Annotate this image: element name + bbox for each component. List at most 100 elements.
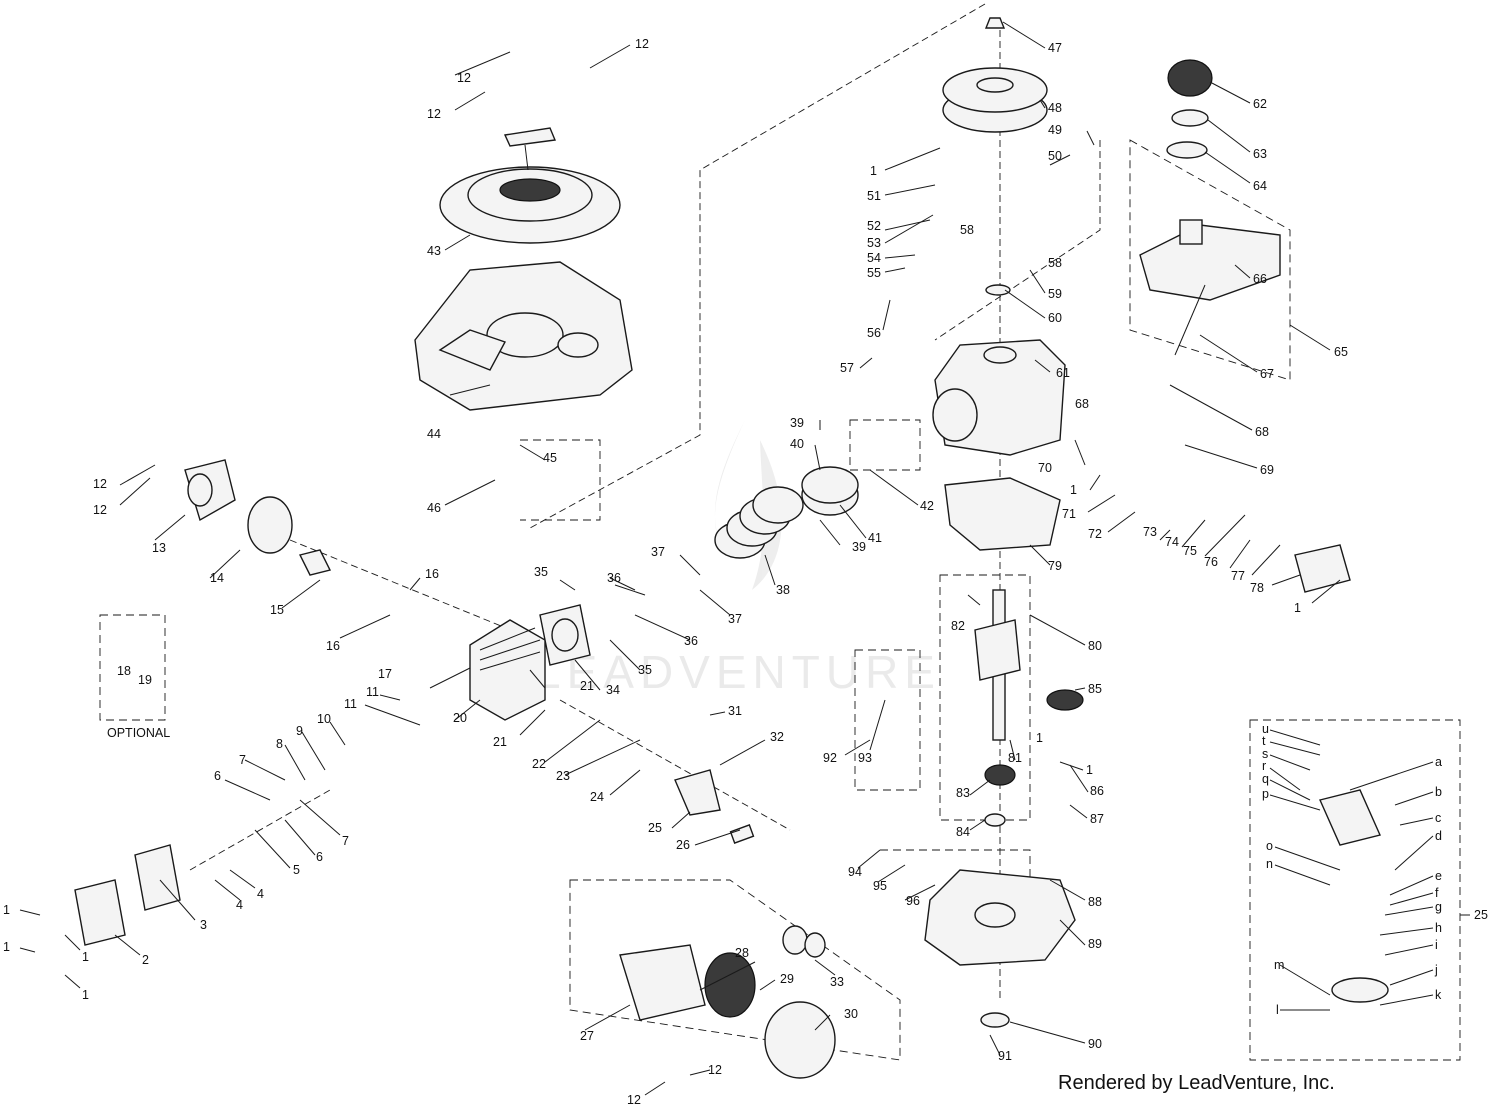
callout-23: 23: [556, 769, 570, 783]
callout-35-a: 35: [534, 565, 548, 579]
watermark-text: LEADVENTURE: [535, 646, 941, 698]
callout-72: 72: [1088, 527, 1102, 541]
callout-68-b: 68: [1255, 425, 1269, 439]
callout-44: 44: [427, 427, 441, 441]
callout-t: t: [1262, 734, 1266, 748]
callout-51: 51: [867, 189, 881, 203]
callout-81: 81: [1008, 751, 1022, 765]
callout-18: 18: [117, 664, 131, 678]
callout-s: s: [1262, 747, 1268, 761]
callout-26: 26: [676, 838, 690, 852]
callout-46: 46: [427, 501, 441, 515]
callout-56: 56: [867, 326, 881, 340]
callout-6-b: 6: [316, 850, 323, 864]
callout-d: d: [1435, 829, 1442, 843]
seal: [984, 813, 1006, 827]
callout-25-b: 25: [1474, 908, 1488, 922]
callout-71: 71: [1062, 507, 1076, 521]
callout-19: 19: [138, 673, 152, 687]
callout-8: 8: [276, 737, 283, 751]
callout-58-b: 58: [1048, 256, 1062, 270]
alignment-lines: [99, 3, 1461, 1061]
callout-27: 27: [580, 1029, 594, 1043]
callout-j: j: [1434, 963, 1438, 977]
carburetor: [674, 769, 1389, 1003]
callout-c: c: [1435, 811, 1441, 825]
callout-49: 49: [1048, 123, 1062, 137]
callout-f: f: [1435, 886, 1439, 900]
callout-75: 75: [1183, 544, 1197, 558]
callout-1-b: 1: [1070, 483, 1077, 497]
callout-7-b: 7: [342, 834, 349, 848]
callout-16-b: 16: [326, 639, 340, 653]
callout-95: 95: [873, 879, 887, 893]
callout-12-d: 12: [93, 477, 107, 491]
callout-86: 86: [1090, 784, 1104, 798]
callout-12-g: 12: [708, 1063, 722, 1077]
callout-20: 20: [453, 711, 467, 725]
callout-11-a: 11: [366, 685, 379, 699]
callout-1-i: 1: [1086, 763, 1093, 777]
callout-62: 62: [1253, 97, 1267, 111]
callout-15: 15: [270, 603, 284, 617]
callout-5: 5: [293, 863, 300, 877]
callout-n: n: [1266, 857, 1273, 871]
callout-53: 53: [867, 236, 881, 250]
callout-85: 85: [1088, 682, 1102, 696]
callout-12-c: 12: [427, 107, 441, 121]
piston: [801, 466, 859, 516]
muffler: [187, 473, 332, 576]
callout-e: e: [1435, 869, 1442, 883]
callout-21-a: 21: [580, 679, 594, 693]
callout-93: 93: [858, 751, 872, 765]
callout-34: 34: [606, 683, 620, 697]
callout-25-a: 25: [648, 821, 662, 835]
fuel-tank-assembly: [1139, 59, 1281, 356]
callout-o: o: [1266, 839, 1273, 853]
callout-1-d: 1: [3, 903, 10, 917]
callout-r: r: [1262, 759, 1266, 773]
callout-39-a: 39: [790, 416, 804, 430]
callout-12-f: 12: [627, 1093, 641, 1104]
callout-78: 78: [1250, 581, 1264, 595]
valve-cover: [74, 844, 181, 946]
callout-59: 59: [1048, 287, 1062, 301]
callout-92: 92: [823, 751, 837, 765]
callout-1-a: 1: [870, 164, 877, 178]
callout-1-h: 1: [1036, 731, 1043, 745]
callout-12-a: 12: [635, 37, 649, 51]
callout-63: 63: [1253, 147, 1267, 161]
callout-65: 65: [1334, 345, 1348, 359]
callout-q: q: [1262, 772, 1269, 786]
callout-10: 10: [317, 712, 331, 726]
callout-77: 77: [1231, 569, 1245, 583]
callout-37-a: 37: [651, 545, 665, 559]
callout-13: 13: [152, 541, 166, 555]
callout-labels: 47 48 49 50 1 51 52 53 54 55 56 57 58 58…: [3, 37, 1488, 1104]
callout-l: l: [1276, 1003, 1279, 1017]
callout-2: 2: [142, 953, 149, 967]
callout-39-b: 39: [852, 540, 866, 554]
callout-45: 45: [543, 451, 557, 465]
callout-12-b: 12: [457, 71, 471, 85]
crankshaft: [974, 589, 1021, 741]
flywheel: [942, 17, 1048, 133]
callout-33: 33: [830, 975, 844, 989]
callout-36-a: 36: [607, 571, 621, 585]
callout-82: 82: [951, 619, 965, 633]
callout-70: 70: [1038, 461, 1052, 475]
callout-m: m: [1274, 958, 1284, 972]
callout-52: 52: [867, 219, 881, 233]
callout-b: b: [1435, 785, 1442, 799]
callout-1-f: 1: [82, 950, 89, 964]
callout-38: 38: [776, 583, 790, 597]
sump-cover: [924, 869, 1076, 1028]
callout-68-a: 68: [1075, 397, 1089, 411]
callout-58-a: 58: [960, 223, 974, 237]
callout-29: 29: [780, 972, 794, 986]
callout-6-a: 6: [214, 769, 221, 783]
callout-p: p: [1262, 787, 1269, 801]
callout-36-b: 36: [684, 634, 698, 648]
callout-37-b: 37: [728, 612, 742, 626]
